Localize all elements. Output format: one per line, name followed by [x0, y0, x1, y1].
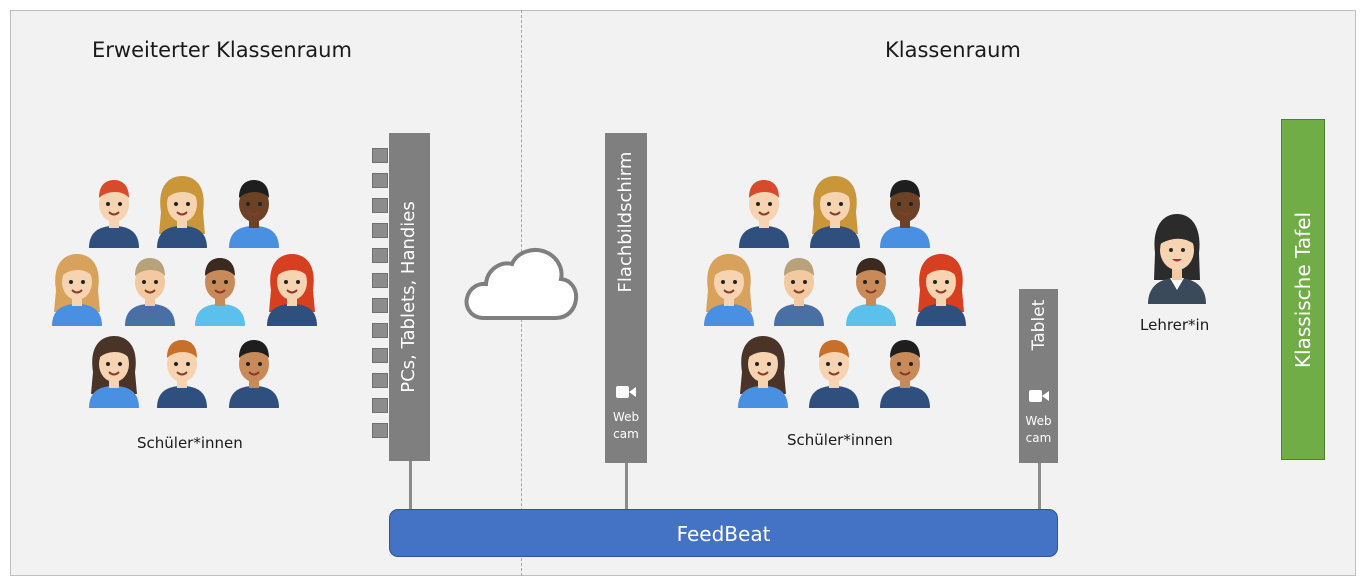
- devices-connector-line: [409, 460, 412, 510]
- right-students-caption: Schüler*innen: [787, 431, 893, 449]
- teacher-caption: Lehrer*in: [1140, 316, 1210, 334]
- classic-board-label: Klassische Tafel: [1291, 211, 1315, 369]
- student-avatar-icon: [704, 254, 754, 326]
- tablet-webcam-label: Web cam: [1019, 413, 1058, 447]
- webcam-label-line2: cam: [613, 427, 639, 441]
- student-avatar-icon: [810, 176, 860, 248]
- device-port: [372, 373, 388, 388]
- student-avatar-icon: [880, 340, 930, 408]
- student-avatar-icon: [195, 258, 245, 326]
- student-avatar-icon: [157, 176, 207, 248]
- device-port: [372, 198, 388, 213]
- device-port: [372, 398, 388, 413]
- webcam-label-line2: cam: [1025, 431, 1052, 445]
- feedbeat-label: FeedBeat: [676, 522, 771, 546]
- left-section-title: Erweiterter Klassenraum: [92, 38, 352, 62]
- classic-board: Klassische Tafel: [1281, 119, 1325, 460]
- feedbeat-bus: FeedBeat: [389, 509, 1058, 557]
- device-port: [372, 223, 388, 238]
- student-avatar-icon: [229, 340, 279, 408]
- student-avatar-icon: [157, 340, 207, 408]
- student-avatar-icon: [89, 336, 139, 408]
- student-avatar-icon: [880, 180, 930, 248]
- student-avatar-icon: [916, 254, 966, 326]
- webcam-label-line1: Web: [612, 410, 640, 424]
- device-port: [372, 323, 388, 338]
- screen-connector-line: [625, 462, 628, 510]
- student-avatar-icon: [125, 258, 175, 326]
- student-avatar-icon: [809, 340, 859, 408]
- student-avatar-icon: [774, 258, 824, 326]
- flatscreen-webcam-label: Web cam: [605, 409, 647, 443]
- student-avatar-icon: [267, 254, 317, 326]
- tablet-bar: Tablet Web cam: [1019, 289, 1058, 463]
- device-port: [372, 173, 388, 188]
- student-avatar-icon: [739, 180, 789, 248]
- tablet-connector-line: [1038, 462, 1041, 510]
- student-avatar-icon: [229, 180, 279, 248]
- diagram-frame: [10, 10, 1356, 576]
- devices-bar-label: PCs, Tablets, Handies: [398, 201, 419, 393]
- device-port: [372, 348, 388, 363]
- cloud-icon: [464, 248, 579, 320]
- student-avatar-icon: [846, 258, 896, 326]
- device-port: [372, 298, 388, 313]
- flatscreen-bar-label: Flachbildschirm: [615, 151, 636, 293]
- student-avatar-icon: [738, 336, 788, 408]
- video-camera-icon: [616, 386, 636, 398]
- left-students-caption: Schüler*innen: [137, 434, 243, 452]
- teacher-avatar-icon: [1148, 214, 1206, 304]
- device-port: [372, 248, 388, 263]
- flatscreen-bar: Flachbildschirm Web cam: [605, 133, 647, 463]
- tablet-bar-label: Tablet: [1029, 299, 1049, 351]
- student-avatar-icon: [89, 180, 139, 248]
- device-port: [372, 423, 388, 438]
- video-camera-icon: [1029, 390, 1049, 402]
- student-avatar-icon: [52, 254, 102, 326]
- right-section-title: Klassenraum: [885, 38, 1021, 62]
- devices-bar: PCs, Tablets, Handies: [389, 133, 430, 461]
- webcam-label-line1: Web: [1025, 414, 1052, 428]
- device-port: [372, 148, 388, 163]
- device-port: [372, 273, 388, 288]
